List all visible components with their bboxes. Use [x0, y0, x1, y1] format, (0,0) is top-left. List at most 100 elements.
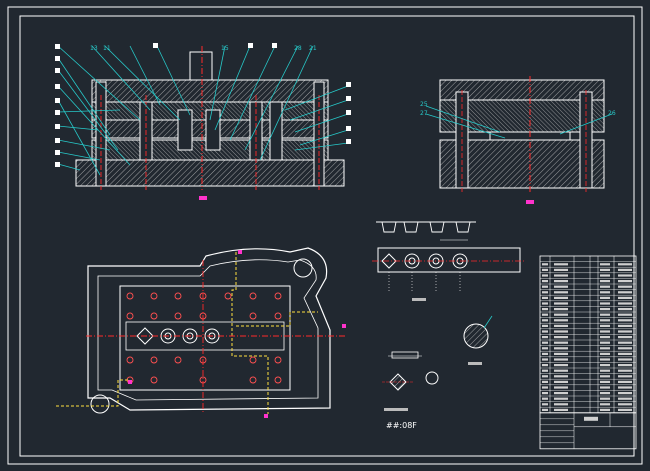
side-section-view [425, 76, 613, 204]
table-cell-mark [618, 308, 632, 311]
front-section-view [75, 46, 345, 200]
table-cell-mark [542, 352, 548, 355]
label-13: 13 [90, 45, 98, 52]
table-cell-mark [618, 313, 632, 316]
table-cell-mark [554, 392, 568, 395]
plan-view [56, 247, 346, 418]
table-cell-mark [542, 403, 548, 406]
table-cell-mark [554, 302, 568, 305]
label-27: 27 [420, 110, 428, 117]
table-cell-mark [542, 313, 548, 316]
table-cell-mark [554, 386, 568, 389]
table-cell-mark [542, 336, 548, 339]
table-cell-mark [542, 341, 548, 344]
table-cell-mark [600, 302, 610, 305]
table-cell-mark [600, 324, 610, 327]
table-cell-mark [554, 364, 568, 367]
table-cell-mark [618, 386, 632, 389]
table-cell-mark [600, 291, 610, 294]
table-cell-mark [618, 291, 632, 294]
table-cell-mark [618, 330, 632, 333]
table-cell-mark [554, 330, 568, 333]
table-cell-mark [600, 392, 610, 395]
table-cell-mark [600, 380, 610, 383]
table-cell-mark [554, 291, 568, 294]
plan-note: ##:08F [386, 421, 417, 430]
table-cell-mark [600, 369, 610, 372]
table-cell-mark [618, 302, 632, 305]
table-cell-mark [600, 319, 610, 322]
label-15: 15 [221, 45, 229, 52]
table-cell-mark [600, 274, 610, 277]
table-cell-mark [618, 263, 632, 266]
table-cell-mark [554, 352, 568, 355]
label-26: 26 [608, 110, 616, 117]
table-cell-mark [542, 375, 548, 378]
table-cell-mark [618, 336, 632, 339]
front-view-labels: 13 11 15 28 21 [90, 45, 317, 52]
table-cell-mark [618, 369, 632, 372]
label-21: 21 [309, 45, 317, 52]
table-cell-mark [554, 263, 568, 266]
table-cell-mark [600, 296, 610, 299]
table-cell-mark [542, 397, 548, 400]
table-cell-mark [554, 375, 568, 378]
table-cell-mark [554, 408, 568, 411]
table-cell-mark [618, 408, 632, 411]
table-cell-mark [542, 386, 548, 389]
table-cell-mark [618, 324, 632, 327]
table-cell-mark [554, 397, 568, 400]
title-mark [584, 416, 598, 421]
front-leader-tags [55, 43, 351, 167]
table-cell-mark [554, 280, 568, 283]
table-cell-mark [554, 380, 568, 383]
table-cell-mark [542, 347, 548, 350]
part-details [382, 315, 493, 411]
table-cell-mark [600, 313, 610, 316]
table-cell-mark [554, 358, 568, 361]
table-cell-mark [618, 397, 632, 400]
table-cell-mark [618, 375, 632, 378]
table-cell-mark [554, 308, 568, 311]
table-cell-mark [600, 403, 610, 406]
table-cell-mark [542, 296, 548, 299]
table-cell-mark [600, 330, 610, 333]
table-cell-mark [542, 285, 548, 288]
table-cell-mark [600, 341, 610, 344]
table-cell-mark [542, 308, 548, 311]
table-cell-mark [600, 268, 610, 271]
table-cell-mark [554, 403, 568, 406]
table-cell-mark [600, 397, 610, 400]
table-cell-mark [542, 302, 548, 305]
table-cell-mark [600, 386, 610, 389]
table-cell-mark [554, 341, 568, 344]
table-cell-mark [618, 347, 632, 350]
table-cell-mark [542, 319, 548, 322]
drawing-border [7, 6, 643, 465]
table-cell-mark [618, 392, 632, 395]
table-cell-mark [618, 352, 632, 355]
table-cell-mark [600, 375, 610, 378]
table-cell-mark [600, 358, 610, 361]
table-cell-mark [618, 341, 632, 344]
table-cell-mark [554, 336, 568, 339]
table-cell-mark [600, 408, 610, 411]
table-cell-mark [600, 352, 610, 355]
table-cell-mark [542, 274, 548, 277]
table-cell-mark [554, 268, 568, 271]
table-cell-mark [542, 380, 548, 383]
table-cell-mark [618, 285, 632, 288]
table-cell-mark [600, 347, 610, 350]
table-cell-mark [618, 268, 632, 271]
table-cell-mark [554, 324, 568, 327]
label-25: 25 [420, 101, 428, 108]
table-cell-mark [618, 274, 632, 277]
table-cell-mark [554, 274, 568, 277]
table-cell-mark [618, 358, 632, 361]
table-cell-mark [600, 308, 610, 311]
table-cell-mark [600, 364, 610, 367]
table-cell-mark [542, 280, 548, 283]
table-cell-mark [542, 324, 548, 327]
label-28: 28 [294, 45, 302, 52]
